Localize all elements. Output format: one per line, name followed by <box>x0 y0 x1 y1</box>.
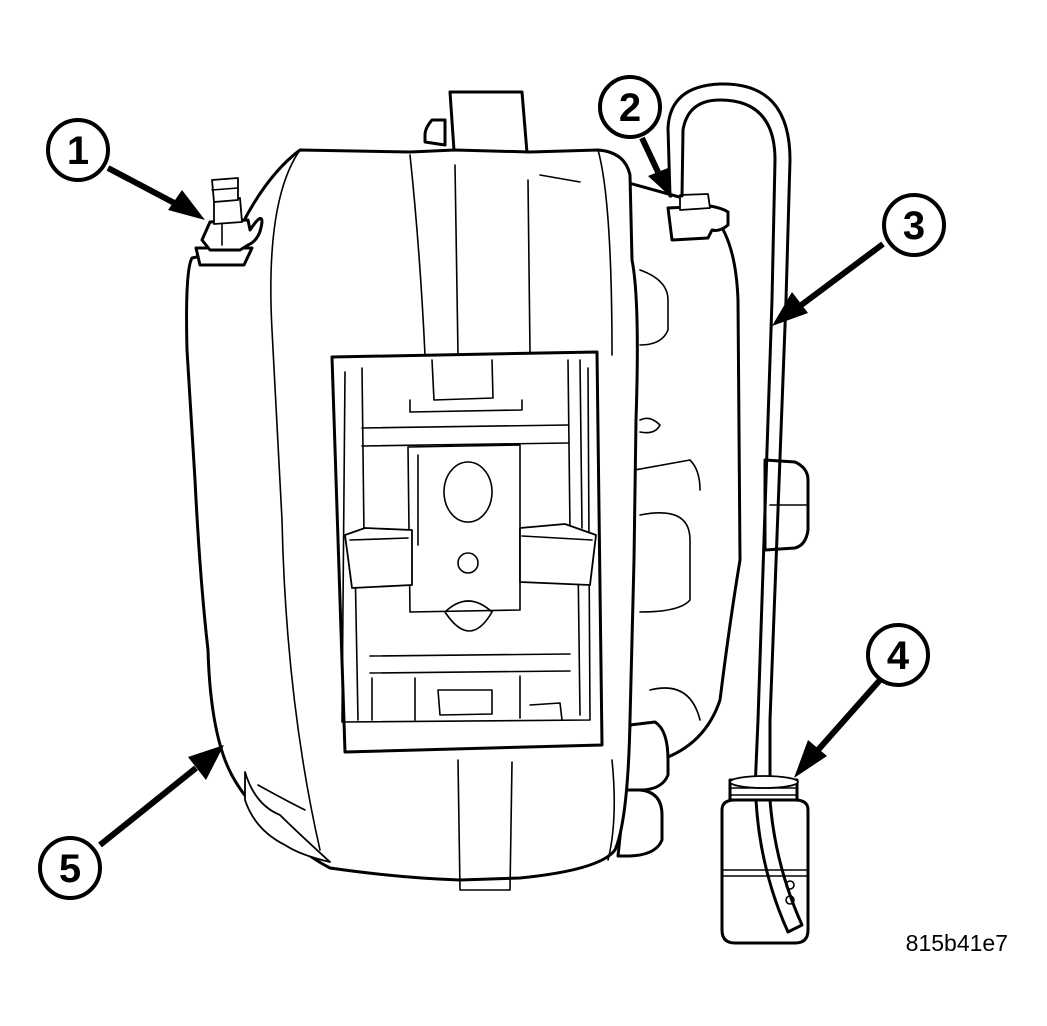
arrow-1 <box>106 165 182 209</box>
lower-bleeder-screw-with-hose <box>666 193 730 242</box>
callout-2-label: 2 <box>619 86 641 130</box>
callout-2: 2 <box>598 75 662 139</box>
callout-1-label: 1 <box>67 129 89 173</box>
callout-arrows <box>98 136 885 848</box>
arrow-2-head <box>648 168 672 198</box>
arrow-5 <box>98 765 198 848</box>
arrow-1-head <box>168 190 205 220</box>
arrow-4 <box>815 678 883 752</box>
arrow-3 <box>798 241 885 309</box>
callout-1: 1 <box>46 118 110 182</box>
callout-5-label: 5 <box>59 847 81 891</box>
callout-4: 4 <box>866 623 930 687</box>
arrow-2 <box>639 136 661 174</box>
upper-bleeder-screw <box>194 177 264 267</box>
arrow-4-head <box>794 740 827 778</box>
callout-3-label: 3 <box>903 204 925 248</box>
callout-5: 5 <box>38 836 102 900</box>
arrow-5-head <box>188 745 224 780</box>
callout-3: 3 <box>882 193 946 257</box>
callout-4-label: 4 <box>887 634 910 678</box>
collection-bottle <box>720 775 810 945</box>
caliper-pad-window <box>330 350 604 754</box>
figure-code: 815b41e7 <box>906 930 1008 956</box>
arrow-3-head <box>772 292 808 326</box>
caliper-lower-lobes <box>616 720 670 858</box>
